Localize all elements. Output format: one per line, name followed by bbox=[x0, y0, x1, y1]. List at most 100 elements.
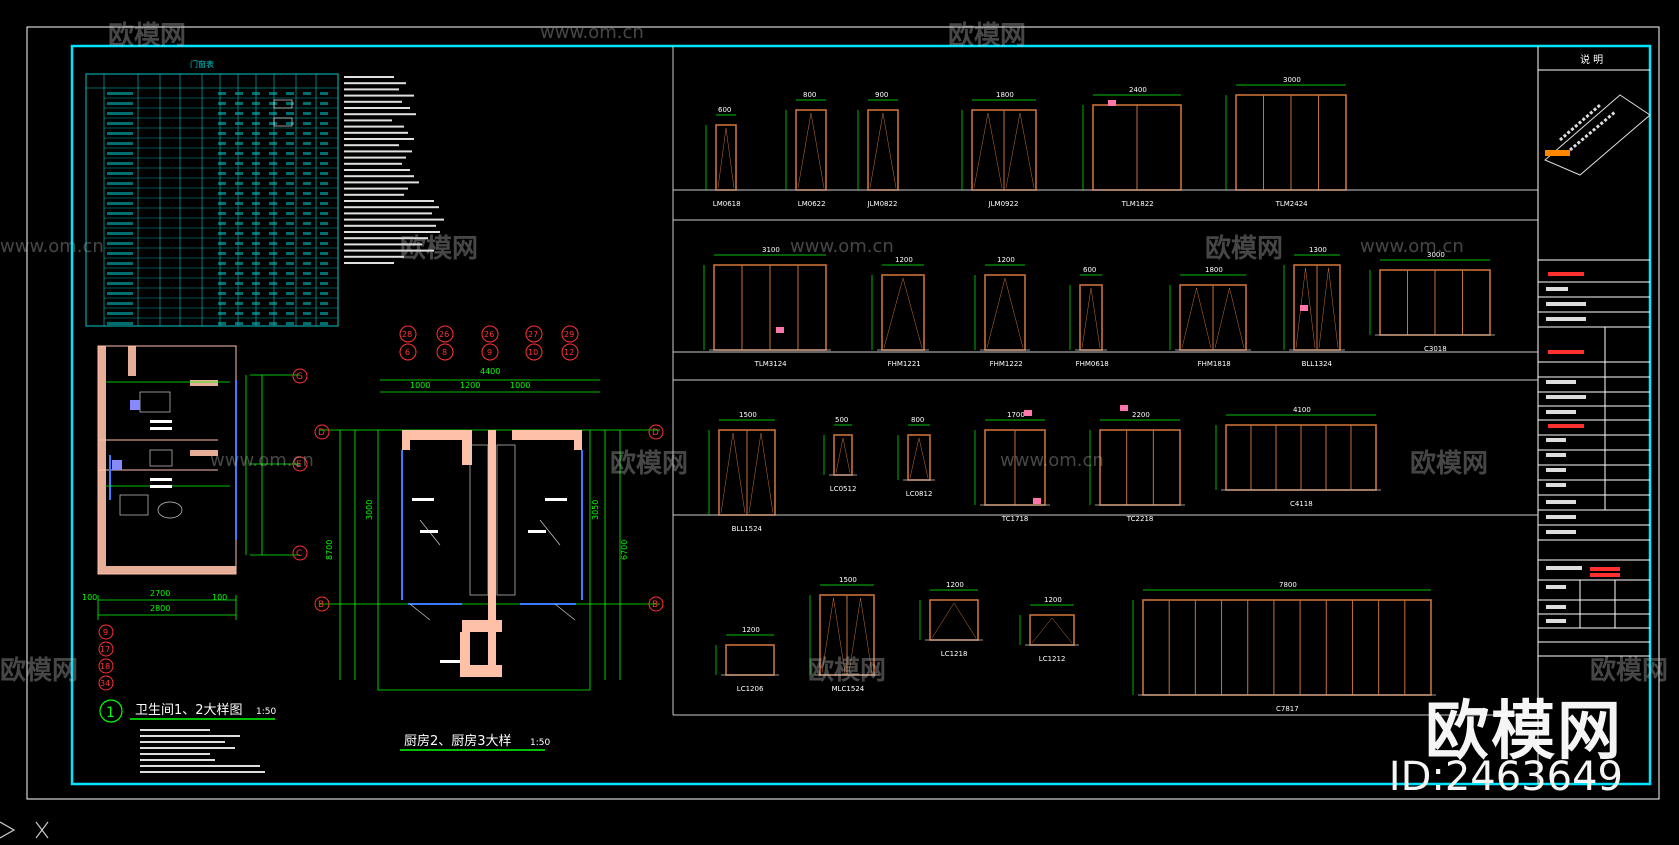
table-cell-text bbox=[235, 312, 243, 315]
table-cell-text bbox=[252, 312, 260, 315]
table-cell-text bbox=[218, 92, 226, 95]
elevation-code-label: JLM0822 bbox=[867, 200, 898, 208]
notes-line bbox=[344, 107, 410, 109]
elevation-code-label: LM0618 bbox=[713, 200, 741, 208]
drawing-border bbox=[70, 44, 1652, 786]
table-cell-text bbox=[269, 302, 277, 305]
table-cell-text bbox=[235, 122, 243, 125]
title-block-red-labels bbox=[1548, 272, 1620, 577]
watermark-url-right: www.om.cn bbox=[1360, 236, 1464, 257]
table-cell-text bbox=[320, 142, 328, 145]
table-cell-text bbox=[107, 172, 133, 175]
table-cell-text bbox=[107, 222, 133, 225]
swing bbox=[1181, 287, 1212, 349]
red-tag bbox=[1120, 405, 1128, 411]
grid-axis-label: D bbox=[318, 428, 325, 438]
grid-bubble-top-label: 26 bbox=[439, 330, 449, 339]
table-cell-text bbox=[303, 292, 311, 295]
notes-line bbox=[344, 224, 436, 227]
table-cell-text bbox=[235, 192, 243, 195]
grid-axis-bubble bbox=[648, 424, 664, 440]
notes-line bbox=[344, 193, 404, 196]
door-table-title: 门窗表 bbox=[190, 59, 214, 69]
table-cell-text bbox=[252, 112, 260, 115]
title-block bbox=[1537, 46, 1650, 784]
table-cell-text bbox=[286, 212, 294, 215]
grid-axis-bubble bbox=[292, 368, 308, 384]
reference-bubble-label: 17 bbox=[100, 645, 110, 654]
swing bbox=[931, 602, 977, 639]
table-cell-text bbox=[235, 172, 243, 175]
table-cell-text bbox=[269, 252, 277, 255]
elevation-code-label: FHM1222 bbox=[990, 360, 1023, 368]
elevation-code-label: LC1206 bbox=[737, 685, 764, 693]
table-cell-text bbox=[218, 292, 226, 295]
notes-line bbox=[344, 187, 408, 190]
grid-axis-bubble bbox=[292, 545, 308, 561]
table-cell-text bbox=[320, 152, 328, 155]
grid-axis-label: G bbox=[296, 372, 303, 382]
elevation-width-label: 1200 bbox=[742, 626, 760, 634]
elevation-width-label: 1800 bbox=[1205, 266, 1223, 274]
table-cell-text bbox=[218, 152, 226, 155]
table-cell-text bbox=[303, 122, 311, 125]
svg-text:6700: 6700 bbox=[620, 540, 629, 560]
table-cell-text bbox=[303, 182, 311, 185]
red-tag bbox=[1033, 498, 1041, 504]
table-cell-text bbox=[303, 302, 311, 305]
table-cell-text bbox=[107, 252, 133, 255]
table-cell-text bbox=[252, 162, 260, 165]
table-cell-text bbox=[320, 122, 328, 125]
reference-bubble bbox=[98, 675, 114, 691]
table-cell-text bbox=[218, 132, 226, 135]
notes-line bbox=[344, 175, 414, 178]
grid-bubble-top-label: 8 bbox=[442, 348, 447, 357]
svg-text:1000: 1000 bbox=[410, 381, 430, 390]
table-cell-text bbox=[235, 262, 243, 265]
grid-bubble-top bbox=[481, 343, 499, 361]
svg-text:100: 100 bbox=[212, 593, 227, 602]
table-cell-text bbox=[269, 222, 277, 225]
table-cell-text bbox=[235, 142, 243, 145]
table-cell-text bbox=[303, 222, 311, 225]
table-cell-text bbox=[269, 282, 277, 285]
notes-line bbox=[344, 76, 394, 78]
table-cell-text bbox=[107, 182, 133, 185]
table-cell-text bbox=[303, 232, 311, 235]
watermark-brand-bottom-left: 欧模网 bbox=[0, 656, 79, 686]
red-tag bbox=[776, 327, 784, 333]
notes-line bbox=[344, 100, 402, 103]
detail-1-scale: 1:50 bbox=[256, 707, 276, 717]
notes-line bbox=[344, 231, 440, 233]
table-cell-text bbox=[303, 212, 311, 215]
table-cell-text bbox=[218, 142, 226, 145]
detail-1-number: 1 bbox=[106, 705, 115, 721]
table-cell-text bbox=[320, 182, 328, 185]
grid-bubble-top bbox=[399, 343, 417, 361]
swing bbox=[797, 112, 825, 189]
table-cell-text bbox=[235, 242, 243, 245]
table-cell-text bbox=[252, 192, 260, 195]
notes-line bbox=[344, 125, 404, 128]
table-cell-text bbox=[320, 322, 328, 325]
grid-axis-label: B bbox=[318, 600, 324, 610]
table-cell-text bbox=[252, 212, 260, 215]
table-cell-text bbox=[320, 202, 328, 205]
elevation-code-label: TC1718 bbox=[1001, 515, 1029, 523]
table-cell-text bbox=[252, 182, 260, 185]
table-cell-text bbox=[303, 282, 311, 285]
table-cell-text bbox=[235, 92, 243, 95]
notes-line bbox=[344, 150, 412, 153]
notes-line bbox=[344, 88, 399, 91]
table-cell-text bbox=[218, 112, 226, 115]
table-border bbox=[85, 73, 339, 327]
elevation-code-label: TLM1822 bbox=[1121, 200, 1154, 208]
table-cell-text bbox=[320, 292, 328, 295]
